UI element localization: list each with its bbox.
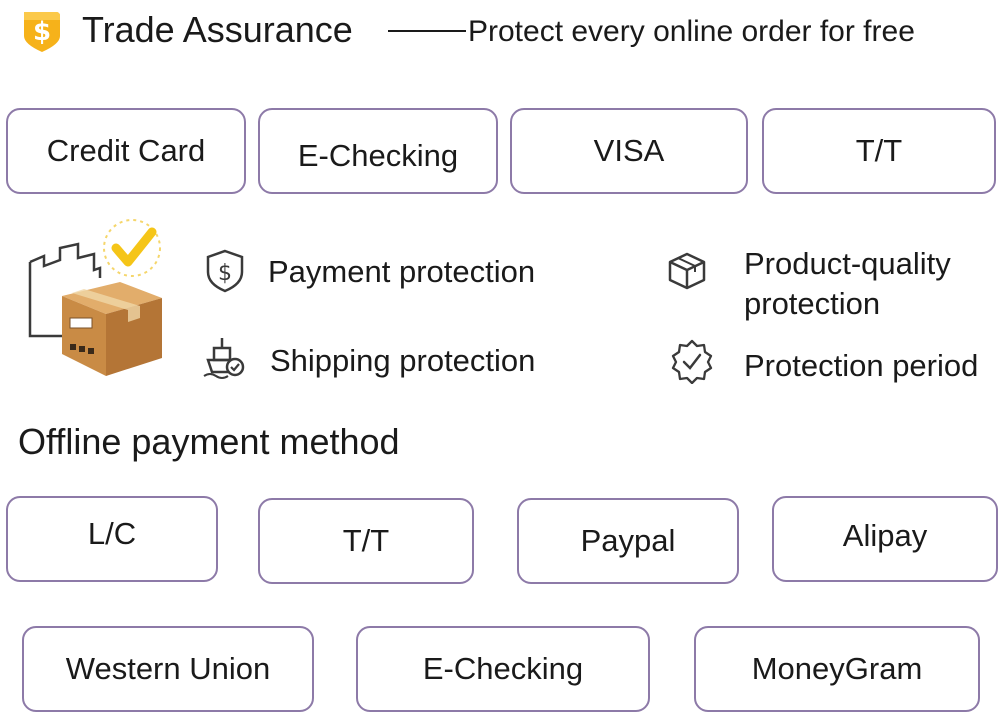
dollar-shield-icon: $: [24, 12, 60, 52]
payment-method-label: Paypal: [580, 523, 676, 558]
seal-check-icon: [671, 339, 713, 384]
offline-method-paypal[interactable]: Paypal: [517, 498, 739, 584]
payment-method-label: E-Checking: [422, 651, 584, 686]
offline-section-title: Offline payment method: [18, 421, 400, 462]
tagline-text: Protect every online order for free: [468, 15, 915, 48]
tagline: Protect every online order for free: [388, 12, 915, 52]
offline-method-western-union[interactable]: Western Union: [22, 626, 314, 712]
tagline-dash: [388, 30, 466, 33]
offline-method-moneygram[interactable]: MoneyGram: [694, 626, 980, 712]
feature-protection-period: Protection period: [744, 348, 979, 383]
feature-product-quality-protection: Product-quality protection: [744, 246, 951, 321]
payment-method-label: Alipay: [842, 518, 928, 553]
ship-check-icon: [203, 338, 245, 379]
offline-method-alipay[interactable]: Alipay: [772, 496, 998, 582]
svg-text:$: $: [218, 261, 232, 286]
svg-text:$: $: [33, 17, 51, 47]
payment-method-label: T/T: [342, 523, 390, 558]
payment-method-label: Credit Card: [46, 133, 206, 168]
offline-method-tt[interactable]: T/T: [258, 498, 474, 584]
payment-method-label: L/C: [87, 516, 137, 551]
payment-method-e-checking[interactable]: E-Checking: [258, 108, 498, 194]
offline-method-lc[interactable]: L/C: [6, 496, 218, 582]
trade-assurance-logo: $: [18, 6, 66, 54]
payment-method-label: T/T: [855, 133, 903, 168]
feature-payment-protection: Payment protection: [268, 254, 536, 289]
payment-method-label: MoneyGram: [751, 651, 923, 686]
brand-title: Trade Assurance: [82, 9, 353, 50]
offline-method-e-checking[interactable]: E-Checking: [356, 626, 650, 712]
payment-method-label: Western Union: [65, 651, 271, 686]
package-checked-icon: [22, 218, 172, 383]
payment-method-visa[interactable]: VISA: [510, 108, 748, 194]
payment-method-credit-card[interactable]: Credit Card: [6, 108, 246, 194]
cube-icon: [668, 252, 706, 290]
payment-method-tt[interactable]: T/T: [762, 108, 996, 194]
payment-method-label: VISA: [593, 133, 665, 168]
payment-method-label: E-Checking: [297, 138, 459, 173]
dollar-shield-icon: $: [206, 249, 244, 293]
feature-shipping-protection: Shipping protection: [270, 343, 536, 378]
